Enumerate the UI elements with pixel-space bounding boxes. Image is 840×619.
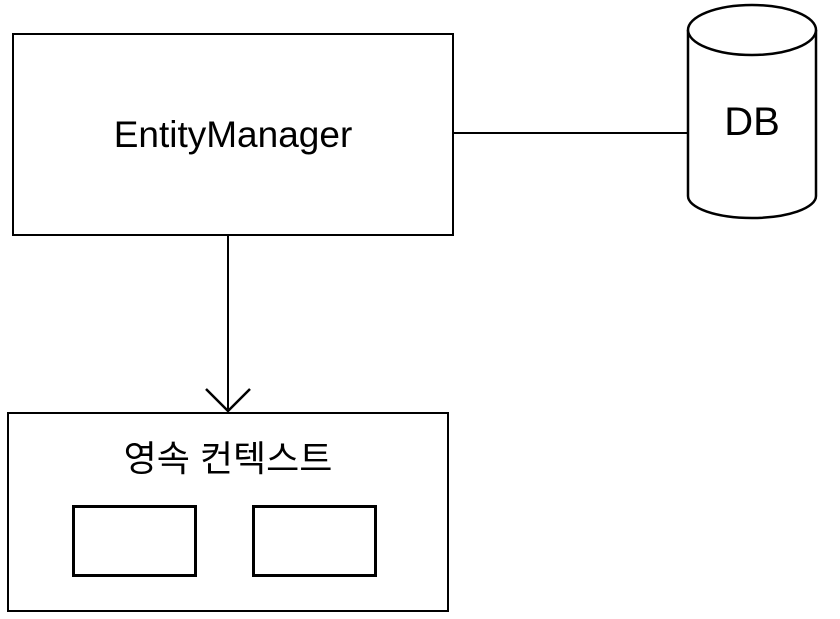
arrowhead-down (205, 388, 251, 413)
entity-slot-2 (252, 505, 377, 577)
entity-manager-label: EntityManager (113, 113, 353, 155)
db-cylinder-top (686, 3, 818, 57)
db-label: DB (724, 100, 780, 144)
entity-slot-1 (72, 505, 197, 577)
node-persistence-context: 영속 컨텍스트 (7, 412, 449, 612)
node-entity-manager: EntityManager (12, 33, 454, 236)
persistence-context-label: 영속 컨텍스트 (123, 438, 333, 479)
